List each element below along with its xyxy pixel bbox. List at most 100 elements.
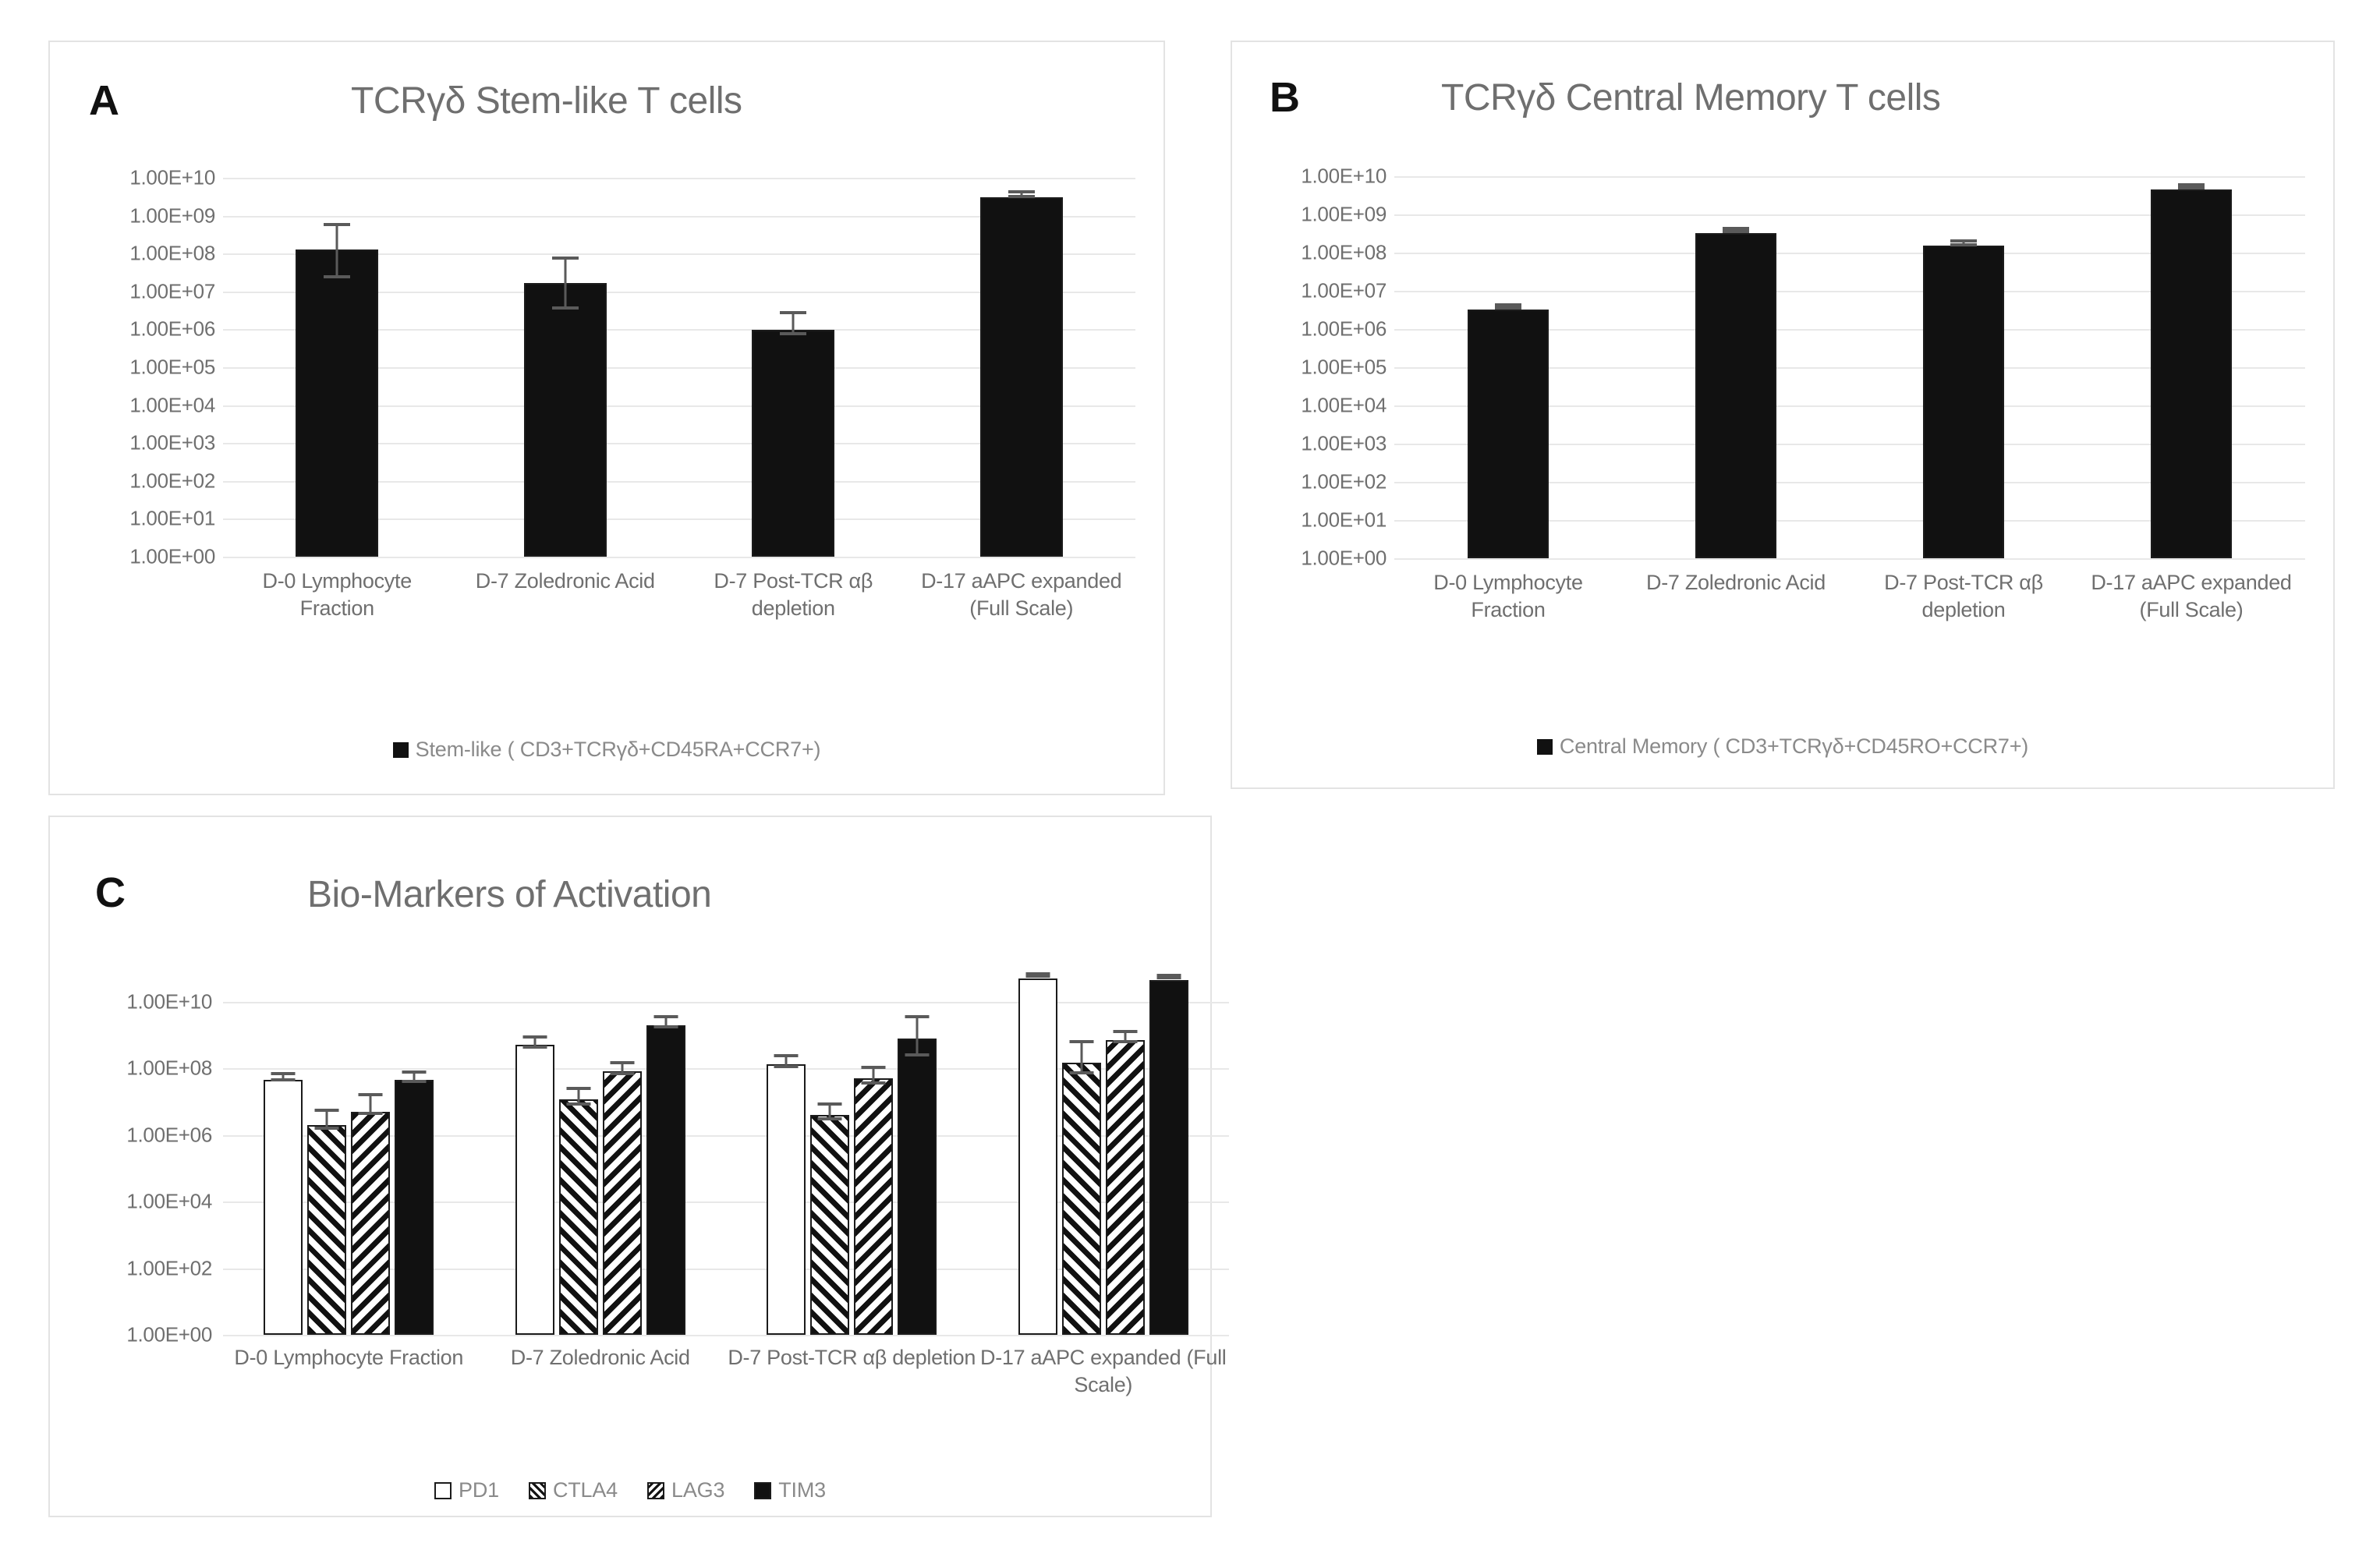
error-bar-cap [905,1015,930,1019]
error-bar-cap [1723,226,1749,230]
bar-group [1850,176,2077,558]
legend-swatch-icon [1536,738,1553,755]
bar [1018,972,1057,1335]
panel-a-legend: Stem-like ( CD3+TCRγδ+CD45RA+CCR7+) [50,738,1163,762]
bar [898,1015,937,1335]
bar-group [726,968,978,1335]
y-axis-tick-label: 1.00E+08 [126,1056,212,1080]
error-bar-cap [780,311,807,315]
gridline [223,178,1135,179]
legend-swatch-icon [434,1481,452,1499]
panel-b-gridlines [1394,176,2305,560]
error-bar [413,1073,416,1083]
legend-swatch-icon [647,1481,665,1499]
legend-item[interactable]: Central Memory ( CD3+TCRγδ+CD45RO+CCR7+) [1536,734,2028,759]
error-bar-cap [402,1070,427,1074]
error-bar-cap [566,1087,591,1091]
x-axis-tick-label: D-17 aAPC expanded (Full Scale) [980,1346,1227,1396]
error-bar-cap [1025,972,1050,976]
gridline [1394,405,2305,407]
y-axis-tick-label: 1.00E+09 [129,203,215,228]
y-axis-tick-label: 1.00E+04 [1301,393,1387,417]
legend-item[interactable]: LAG3 [647,1478,724,1502]
error-bar [369,1096,372,1116]
error-bar-cap [1008,189,1035,193]
x-axis-tick-label: D-7 Zoledronic Acid [510,1346,690,1369]
gridline [1394,253,2305,254]
error-bar-cap [1069,1070,1094,1074]
error-bar-cap [2178,182,2205,186]
y-axis-tick-label: 1.00E+10 [126,989,212,1014]
error-bar-cap [1008,195,1035,199]
error-bar [828,1105,831,1120]
bar-group [452,178,680,557]
panel-a-gridlines [223,178,1135,558]
bar [395,1070,434,1335]
error-bar [564,260,567,310]
bar [1468,303,1549,558]
bar [602,1060,642,1335]
bar [523,257,607,557]
panel-c-letter: C [95,869,126,916]
error-bar-cap [358,1112,383,1116]
legend-item[interactable]: CTLA4 [528,1478,618,1502]
error-bar-cap [566,1102,591,1106]
panel-b-title: TCRγδ Central Memory T cells [1441,77,1941,119]
error-bar-cap [2178,186,2205,189]
y-axis-tick-label: 1.00E+02 [129,469,215,493]
x-axis-tick-label: D-17 aAPC expanded (Full Scale) [921,569,1122,620]
legend-item[interactable]: Stem-like ( CD3+TCRγδ+CD45RA+CCR7+) [392,738,821,762]
panel-a-letter: A [89,77,119,124]
gridline [223,253,1135,256]
gridline [223,1268,1229,1270]
error-bar [916,1018,919,1057]
panel-c-bars [223,968,1229,1335]
error-bar-cap [817,1116,842,1120]
bar [854,1066,894,1335]
error-bar-cap [1950,242,1977,246]
error-bar-cap [653,1014,678,1018]
legend-label: LAG3 [671,1478,725,1502]
panel-b-bars [1394,176,2305,558]
x-axis-tick-label: D-7 Post-TCR αβ depletion [1884,571,2043,621]
legend-swatch-icon [528,1481,546,1499]
error-bar [1124,1033,1127,1044]
gridline [1394,291,2305,292]
bar [1923,239,2004,558]
legend-item[interactable]: TIM3 [754,1478,826,1502]
y-axis-tick-label: 1.00E+08 [129,241,215,265]
bar-group [223,968,475,1335]
error-bar [577,1090,580,1106]
error-bar-cap [358,1093,383,1097]
bar [1105,1030,1145,1335]
panel-a-bars [223,178,1135,557]
legend-item[interactable]: PD1 [434,1478,499,1502]
y-axis-tick-label: 1.00E+01 [1301,508,1387,532]
error-bar-cap [1156,976,1181,980]
y-axis-tick-label: 1.00E+03 [1301,431,1387,455]
bar [1695,226,1776,558]
error-bar-cap [861,1081,886,1085]
bar [1061,1040,1101,1335]
panel-b-plot [1394,176,2305,560]
bar [307,1108,347,1335]
gridline [1394,482,2305,483]
error-bar [664,1017,668,1029]
gridline [1394,367,2305,369]
error-bar-cap [774,1065,799,1069]
bar [264,1072,303,1335]
x-axis-tick-label: D-7 Post-TCR αβ depletion [714,569,873,620]
gridline [223,367,1135,369]
y-axis-tick-label: 1.00E+07 [1301,278,1387,303]
error-bar-cap [861,1066,886,1070]
x-axis-tick-label: D-7 Zoledronic Acid [1646,571,1826,594]
error-bar-cap [402,1079,427,1083]
bar-group [223,178,452,557]
error-bar-cap [1950,239,1977,242]
gridline [223,518,1135,521]
gridline [1394,214,2305,216]
